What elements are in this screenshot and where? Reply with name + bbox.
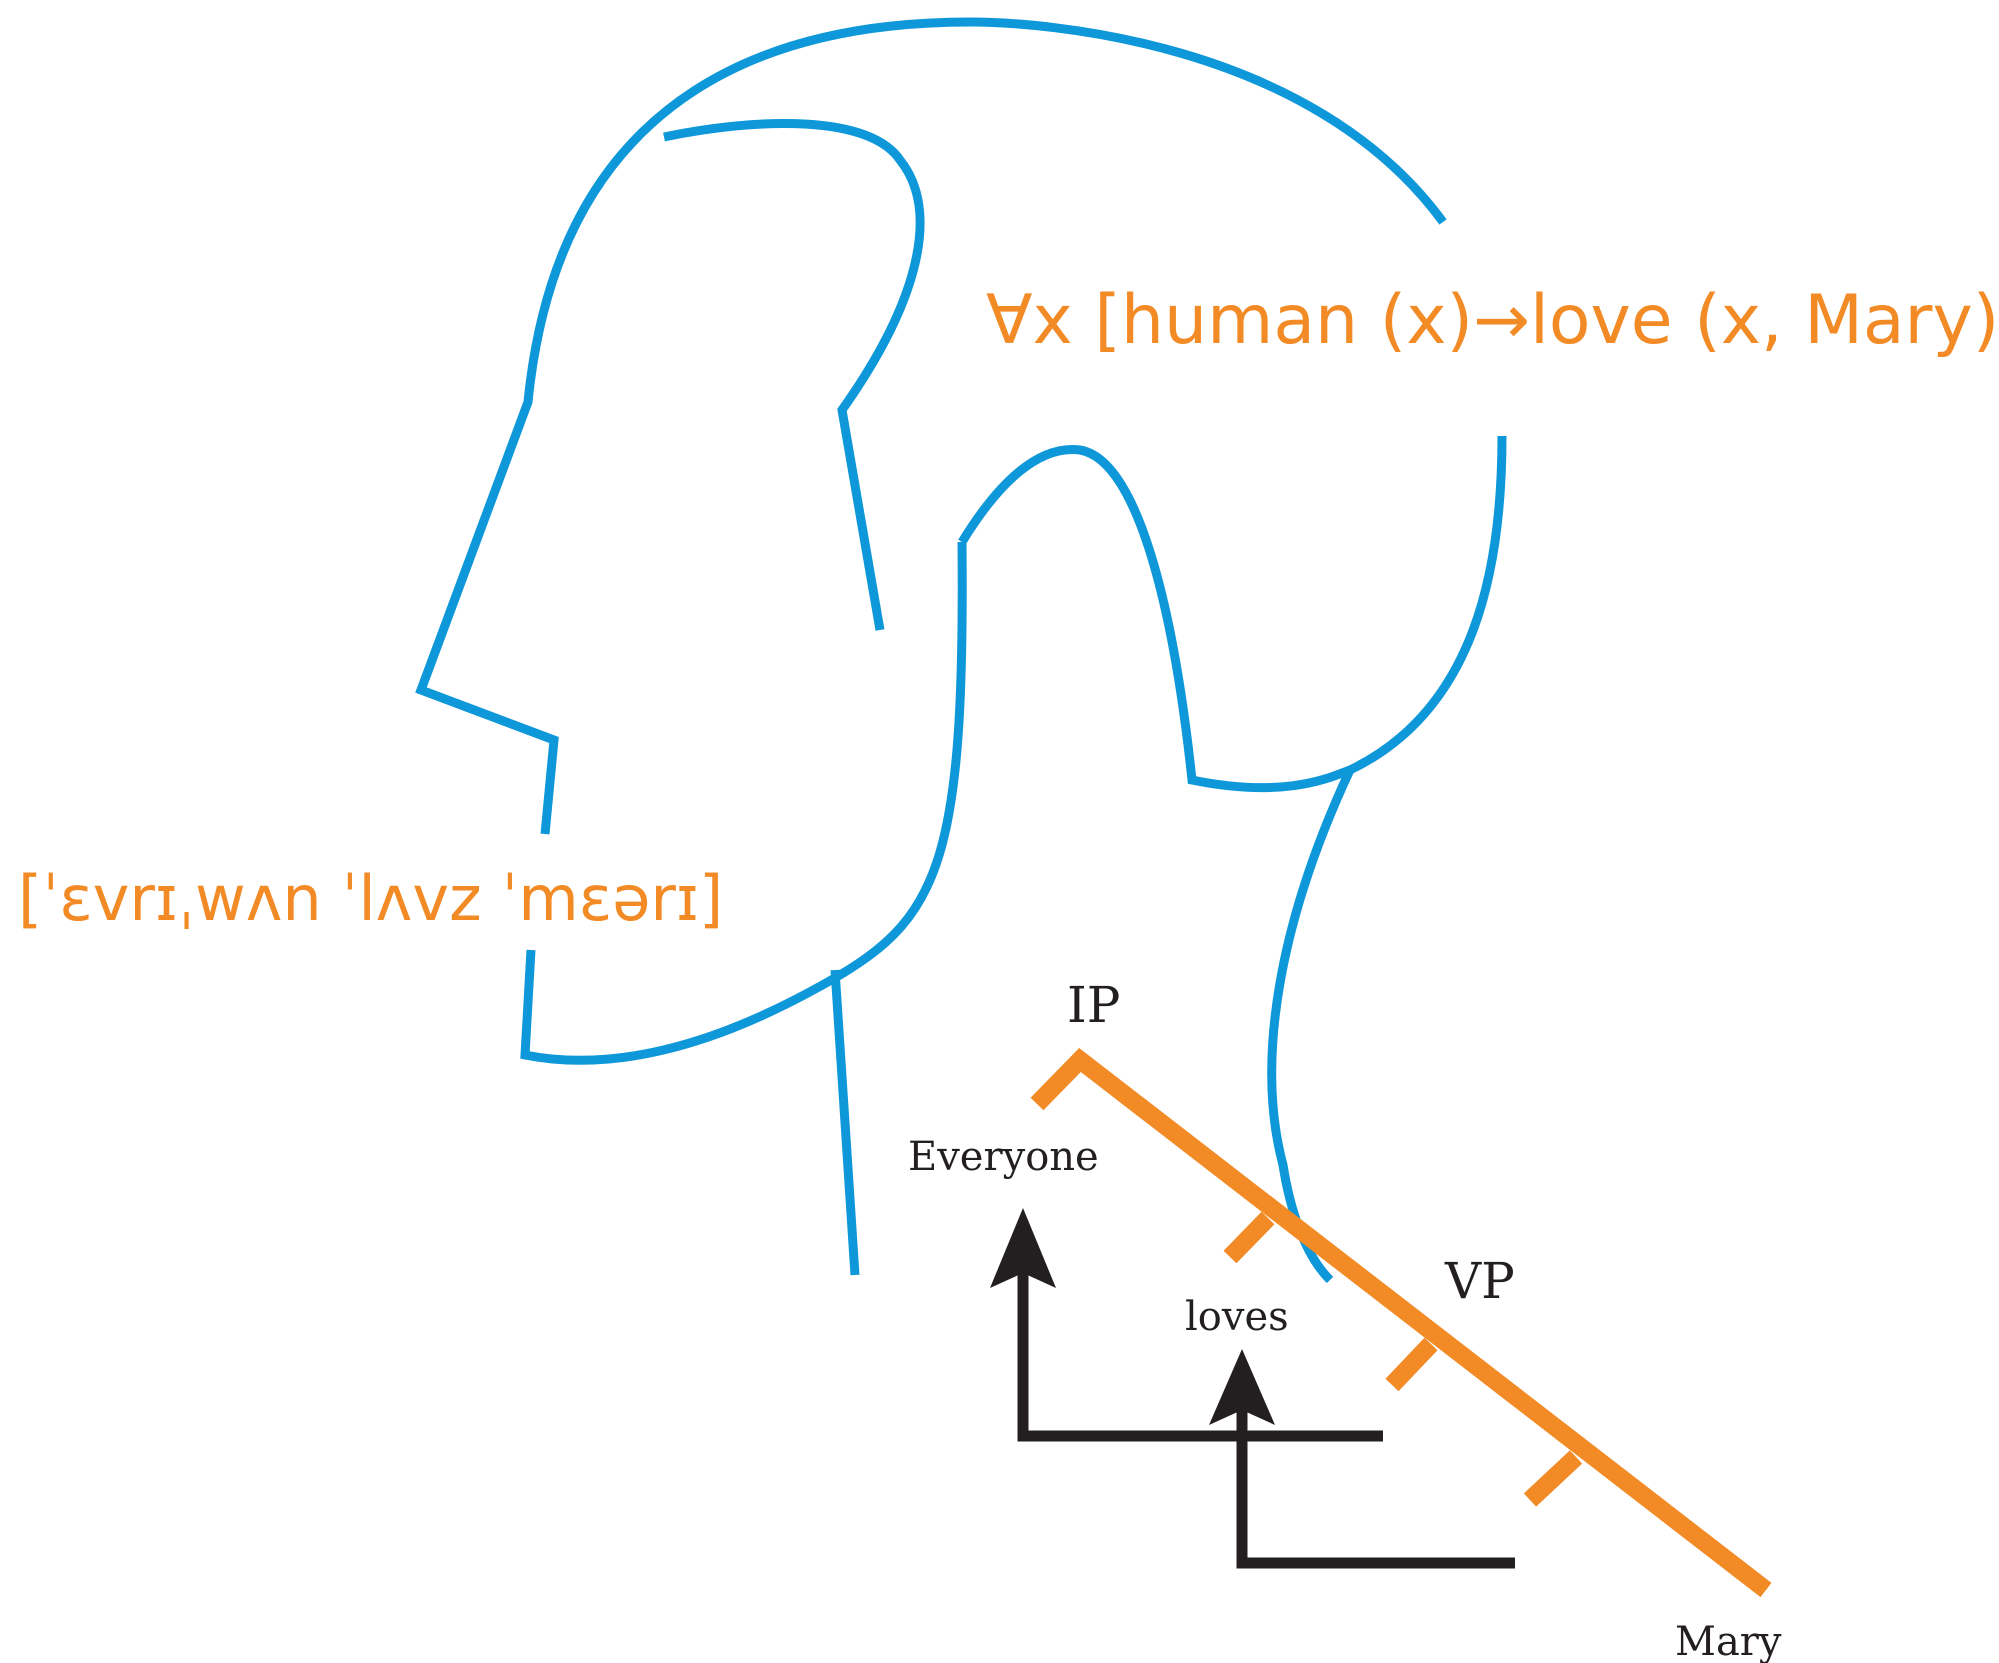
verb-movement-arrow-line [1236,1410,1515,1569]
head-chin-contour [520,541,967,1065]
semantic-formula: ∀x [human (x)→love (x, Mary)] [986,281,1999,360]
brain-right-lobe [958,435,1507,793]
tree-word-loves: loves [1185,1294,1289,1340]
neck-right-line [1267,768,1355,1284]
tree-main-branch [1030,1047,1772,1598]
tree-word-everyone: Everyone [908,1134,1099,1180]
tree-tick-1 [1223,1211,1275,1264]
head-outer-contour [415,17,1447,835]
syntax-tree [1030,1047,1772,1598]
tree-tick-3 [1523,1450,1583,1507]
phonetic-transcription: [ˈɛvrɪˌwʌn ˈlʌvz ˈmɛərɪ] [18,862,723,935]
neck-left-line [830,969,860,1276]
tree-node-ip: IP [1067,976,1120,1034]
head-outline [415,17,1507,1284]
tree-node-vp: VP [1444,1252,1515,1310]
tree-word-mary: Mary [1675,1619,1782,1663]
movement-arrows [990,1208,1515,1569]
subject-movement-arrow-line [1017,1272,1383,1442]
verb-movement-arrowhead [1209,1349,1275,1425]
brain-left-lobe [663,118,925,631]
tree-tick-2 [1385,1337,1438,1392]
subject-movement-arrowhead [990,1208,1056,1288]
